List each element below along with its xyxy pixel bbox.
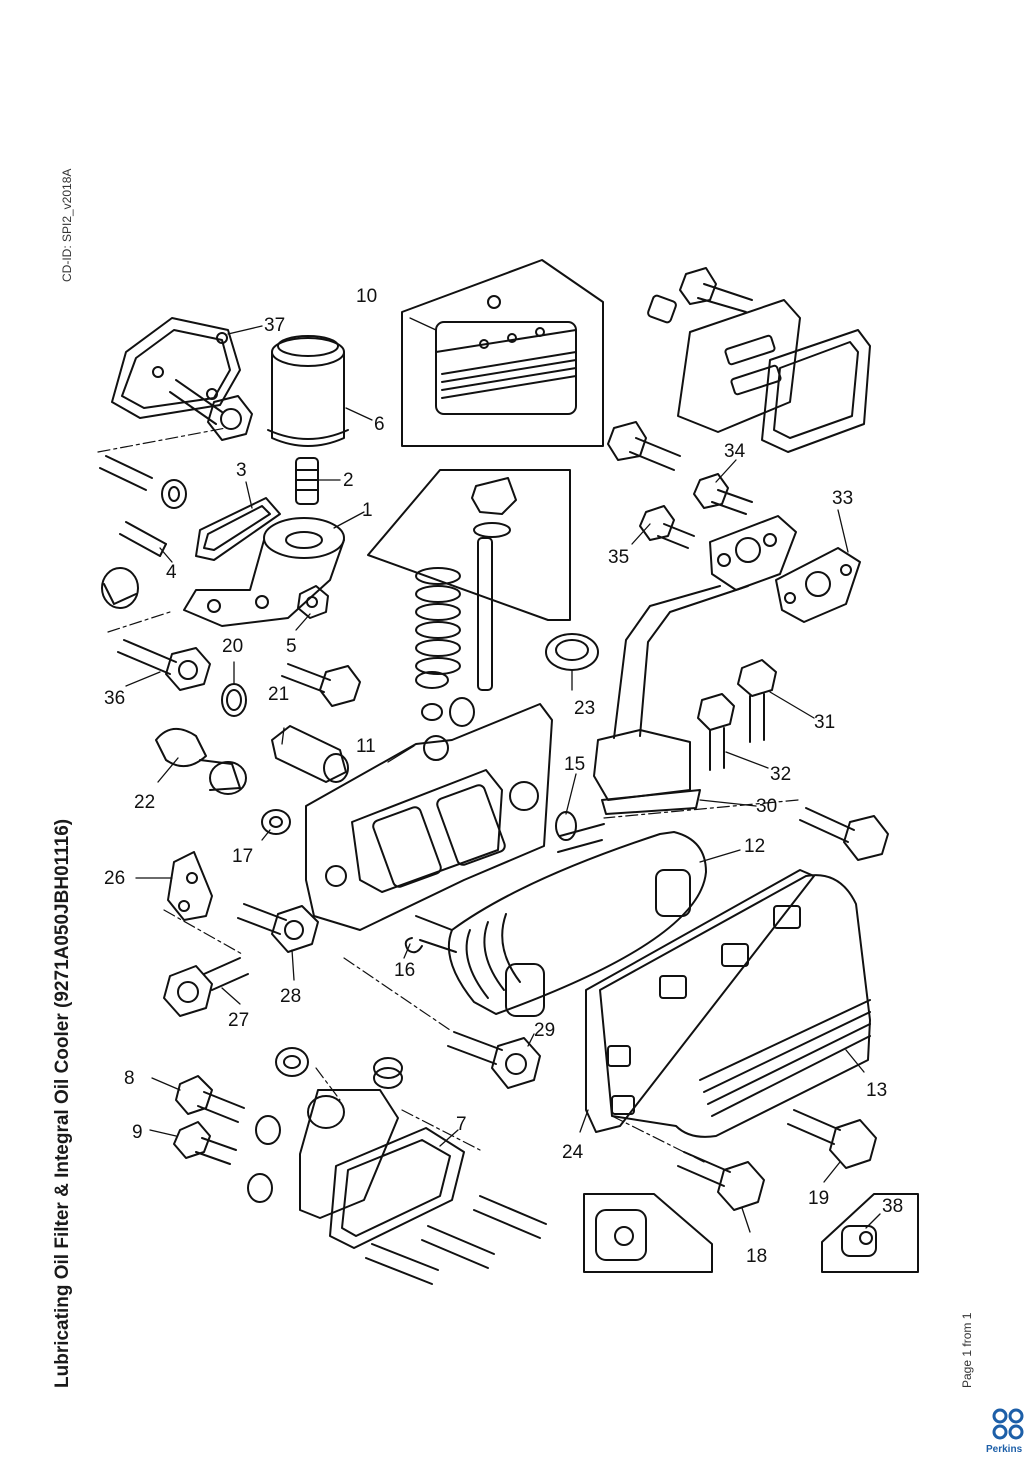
part-35-bolt xyxy=(639,505,695,549)
part-27-bolt xyxy=(163,957,249,1017)
part-37-gasket xyxy=(111,317,241,419)
part-10-cooler-kit-box xyxy=(401,259,604,447)
stud-lower-1 xyxy=(473,1195,547,1239)
part-6-oil-filter xyxy=(267,335,349,447)
callout-19: 19 xyxy=(808,1188,829,1209)
callout-4: 4 xyxy=(166,562,177,583)
callout-5: 5 xyxy=(286,636,297,657)
callout-11: 11 xyxy=(356,736,376,757)
callout-22: 22 xyxy=(134,792,155,813)
callout-30: 30 xyxy=(756,796,777,817)
part-37-bolt xyxy=(169,379,253,441)
part-2-adapter xyxy=(295,457,319,505)
callout-7: 7 xyxy=(456,1114,467,1135)
part-34-bolt xyxy=(693,473,753,515)
callout-12: 12 xyxy=(744,836,765,857)
callout-8: 8 xyxy=(124,1068,135,1089)
part-28-bolt xyxy=(237,903,319,953)
part-22-switch xyxy=(155,728,247,795)
part-18-bolt xyxy=(677,1151,765,1211)
part-36-bolt xyxy=(117,639,211,691)
stud-lower-2 xyxy=(421,1225,495,1269)
part-11-cooler-housing xyxy=(305,703,553,931)
callout-17: 17 xyxy=(232,846,253,867)
plug-lower-1 xyxy=(275,1047,309,1077)
callout-6: 6 xyxy=(374,414,385,435)
washer-small xyxy=(161,479,187,509)
bolt-mid-left xyxy=(281,663,361,707)
plug-cup xyxy=(101,567,139,609)
perkins-logo-text: Perkins xyxy=(986,1444,1023,1455)
part-9-bolt xyxy=(173,1121,237,1165)
detail-box-38 xyxy=(821,1193,919,1273)
callout-3: 3 xyxy=(236,460,247,481)
callout-9: 9 xyxy=(132,1122,143,1143)
part-21-sensor xyxy=(271,725,349,783)
callout-23: 23 xyxy=(574,698,595,719)
part-12-oil-cooler-element xyxy=(415,823,707,1017)
callout-32: 32 xyxy=(770,764,791,785)
callout-18: 18 xyxy=(746,1246,767,1267)
part-5-nut xyxy=(297,585,329,619)
stud-lower-3 xyxy=(365,1243,439,1285)
callout-28: 28 xyxy=(280,986,301,1007)
callout-15: 15 xyxy=(564,754,585,775)
bolt-top-right xyxy=(679,267,753,313)
callout-34: 34 xyxy=(724,441,746,462)
part-8-bolt xyxy=(175,1075,245,1123)
callout-leaders xyxy=(125,317,881,1233)
stud-small-top xyxy=(647,294,677,324)
callout-20: 20 xyxy=(222,636,243,657)
callout-10: 10 xyxy=(356,286,377,307)
plug-lower-4 xyxy=(247,1173,273,1203)
callout-numbers: 37 6 2 3 1 4 5 10 34 35 33 31 32 30 12 1… xyxy=(104,286,903,1267)
part-7-filter-header xyxy=(299,1089,465,1249)
detail-box-plug xyxy=(583,1193,713,1273)
gasket-top-right xyxy=(761,329,871,453)
relief-valve-spring xyxy=(367,469,571,727)
part-1-filter-header xyxy=(183,517,345,627)
part-33-gasket xyxy=(775,547,861,623)
part-15-o-ring xyxy=(555,811,577,841)
callout-38: 38 xyxy=(882,1196,903,1217)
callout-36: 36 xyxy=(104,688,125,709)
callout-27: 27 xyxy=(228,1010,249,1031)
bolt-mid-right xyxy=(607,421,681,471)
part-26-bracket xyxy=(167,851,213,921)
oil-pipe-assembly xyxy=(593,515,797,815)
callout-29: 29 xyxy=(534,1020,555,1041)
callout-13: 13 xyxy=(866,1080,887,1101)
part-32-bolt xyxy=(697,693,735,771)
part-24-gasket xyxy=(585,869,815,1133)
perkins-logo xyxy=(992,1408,1024,1440)
assembly-center-lines xyxy=(97,427,799,1163)
callout-26: 26 xyxy=(104,868,125,889)
callout-33: 33 xyxy=(832,488,853,509)
callout-31: 31 xyxy=(814,712,835,733)
part-4-stud xyxy=(119,521,167,557)
part-31-bolt xyxy=(737,659,777,743)
callout-1: 1 xyxy=(362,500,373,521)
callout-24: 24 xyxy=(562,1142,584,1163)
cover-plate-top-right xyxy=(677,299,801,433)
bolt-right-of-cooler xyxy=(799,807,889,861)
callout-37: 37 xyxy=(264,315,285,336)
callout-21: 21 xyxy=(268,684,289,705)
plug-lower-2 xyxy=(373,1057,403,1089)
callout-2: 2 xyxy=(343,470,354,491)
part-19-bolt xyxy=(787,1109,877,1169)
part-17-plug xyxy=(261,809,291,835)
callout-16: 16 xyxy=(394,960,415,981)
plug-lower-3 xyxy=(255,1115,281,1145)
part-13-cooler-cover xyxy=(599,874,871,1138)
part-3-gasket xyxy=(195,497,281,561)
stud-upper xyxy=(99,455,153,491)
callout-35: 35 xyxy=(608,547,629,568)
part-23-sealing-ring xyxy=(545,633,599,671)
part-20-o-ring xyxy=(221,683,247,717)
part-29-bolt xyxy=(447,1031,541,1089)
